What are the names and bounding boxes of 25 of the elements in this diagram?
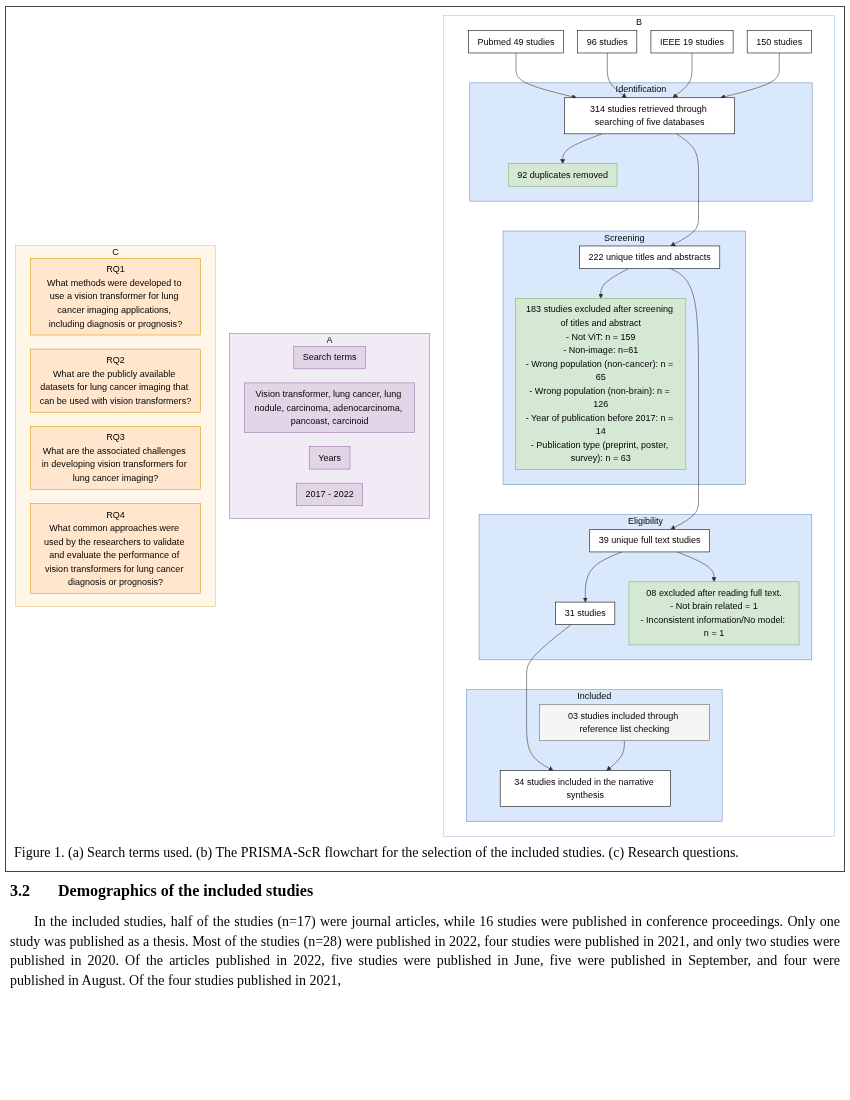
node-box: 08 excluded after reading full text. - Not brain related = 1 - Inconsistent information/No model: n = 1	[628, 581, 800, 646]
node-box: 31 studies	[555, 601, 616, 625]
node-box: 34 studies included in the narrative synthesis	[499, 770, 671, 807]
node-box: RQ1 What methods were developed to use a vision transformer for lung cancer imaging applications, including diagnosis or prognosis?	[30, 258, 201, 336]
node-box: 222 unique titles and abstracts	[579, 245, 721, 269]
node-box: 39 unique full text studies	[589, 529, 710, 553]
node-box: RQ2 What are the publicly available datasets for lung cancer imaging that can be used with vision transformers?	[30, 348, 201, 413]
node-box: Search terms	[293, 346, 366, 370]
node-box: IEEE 19 studies	[650, 30, 734, 54]
body-paragraph: In the included studies, half of the studies (n=17) were journal articles, while 16 studies were published in conference proceedings. Only one study was published as a thesis. Most of the studies (n=28) were published in 2022, four studies were published in 2021, and only two studies were published in 2020. Of the articles published in 2022, five studies were published in June, five were published in September, and four were published in August. Of the four studies published in 2021,	[10, 913, 840, 990]
node-box: 183 studies excluded after screening of titles and abstract - Not ViT: n = 159 - Non-image: n=61 - Wrong population (non-cancer): n = 65 - Wrong population (non-brain): n = 126 - Year of publication before 2017: n = 14 - Publication type (preprint, poster, survey): n = 63	[515, 298, 687, 470]
figure-caption: Figure 1. (a) Search terms used. (b) The PRISMA-ScR flowchart for the selection of the included studies. (c) Research questions.	[14, 845, 740, 861]
node-box: 314 studies retrieved through searching of five databases	[564, 97, 735, 135]
node-box: Pubmed 49 studies	[468, 30, 564, 54]
node-box: Vision transformer, lung cancer, lung nodule, carcinoma, adenocarcinoma, pancoast, carcinoid	[244, 382, 415, 433]
node-box: 96 studies	[577, 30, 638, 54]
node-box: 92 duplicates removed	[508, 163, 618, 187]
node-box: 03 studies included through reference list checking	[539, 704, 710, 741]
node-box: 2017 - 2022	[296, 482, 363, 506]
node-box: RQ4 What common approaches were used by the researchers to validate and evaluate the performance of vision transformers for lung cancer diagnosis or prognosis?	[30, 503, 201, 594]
node-box: Years	[308, 446, 351, 470]
section-heading: Demographics of the included studies	[58, 882, 314, 899]
section-number: 3.2	[10, 882, 30, 899]
node-box: RQ3 What are the associated challenges in developing vision transformers for lung cancer imaging?	[30, 426, 201, 490]
node-box: 150 studies	[746, 30, 812, 54]
